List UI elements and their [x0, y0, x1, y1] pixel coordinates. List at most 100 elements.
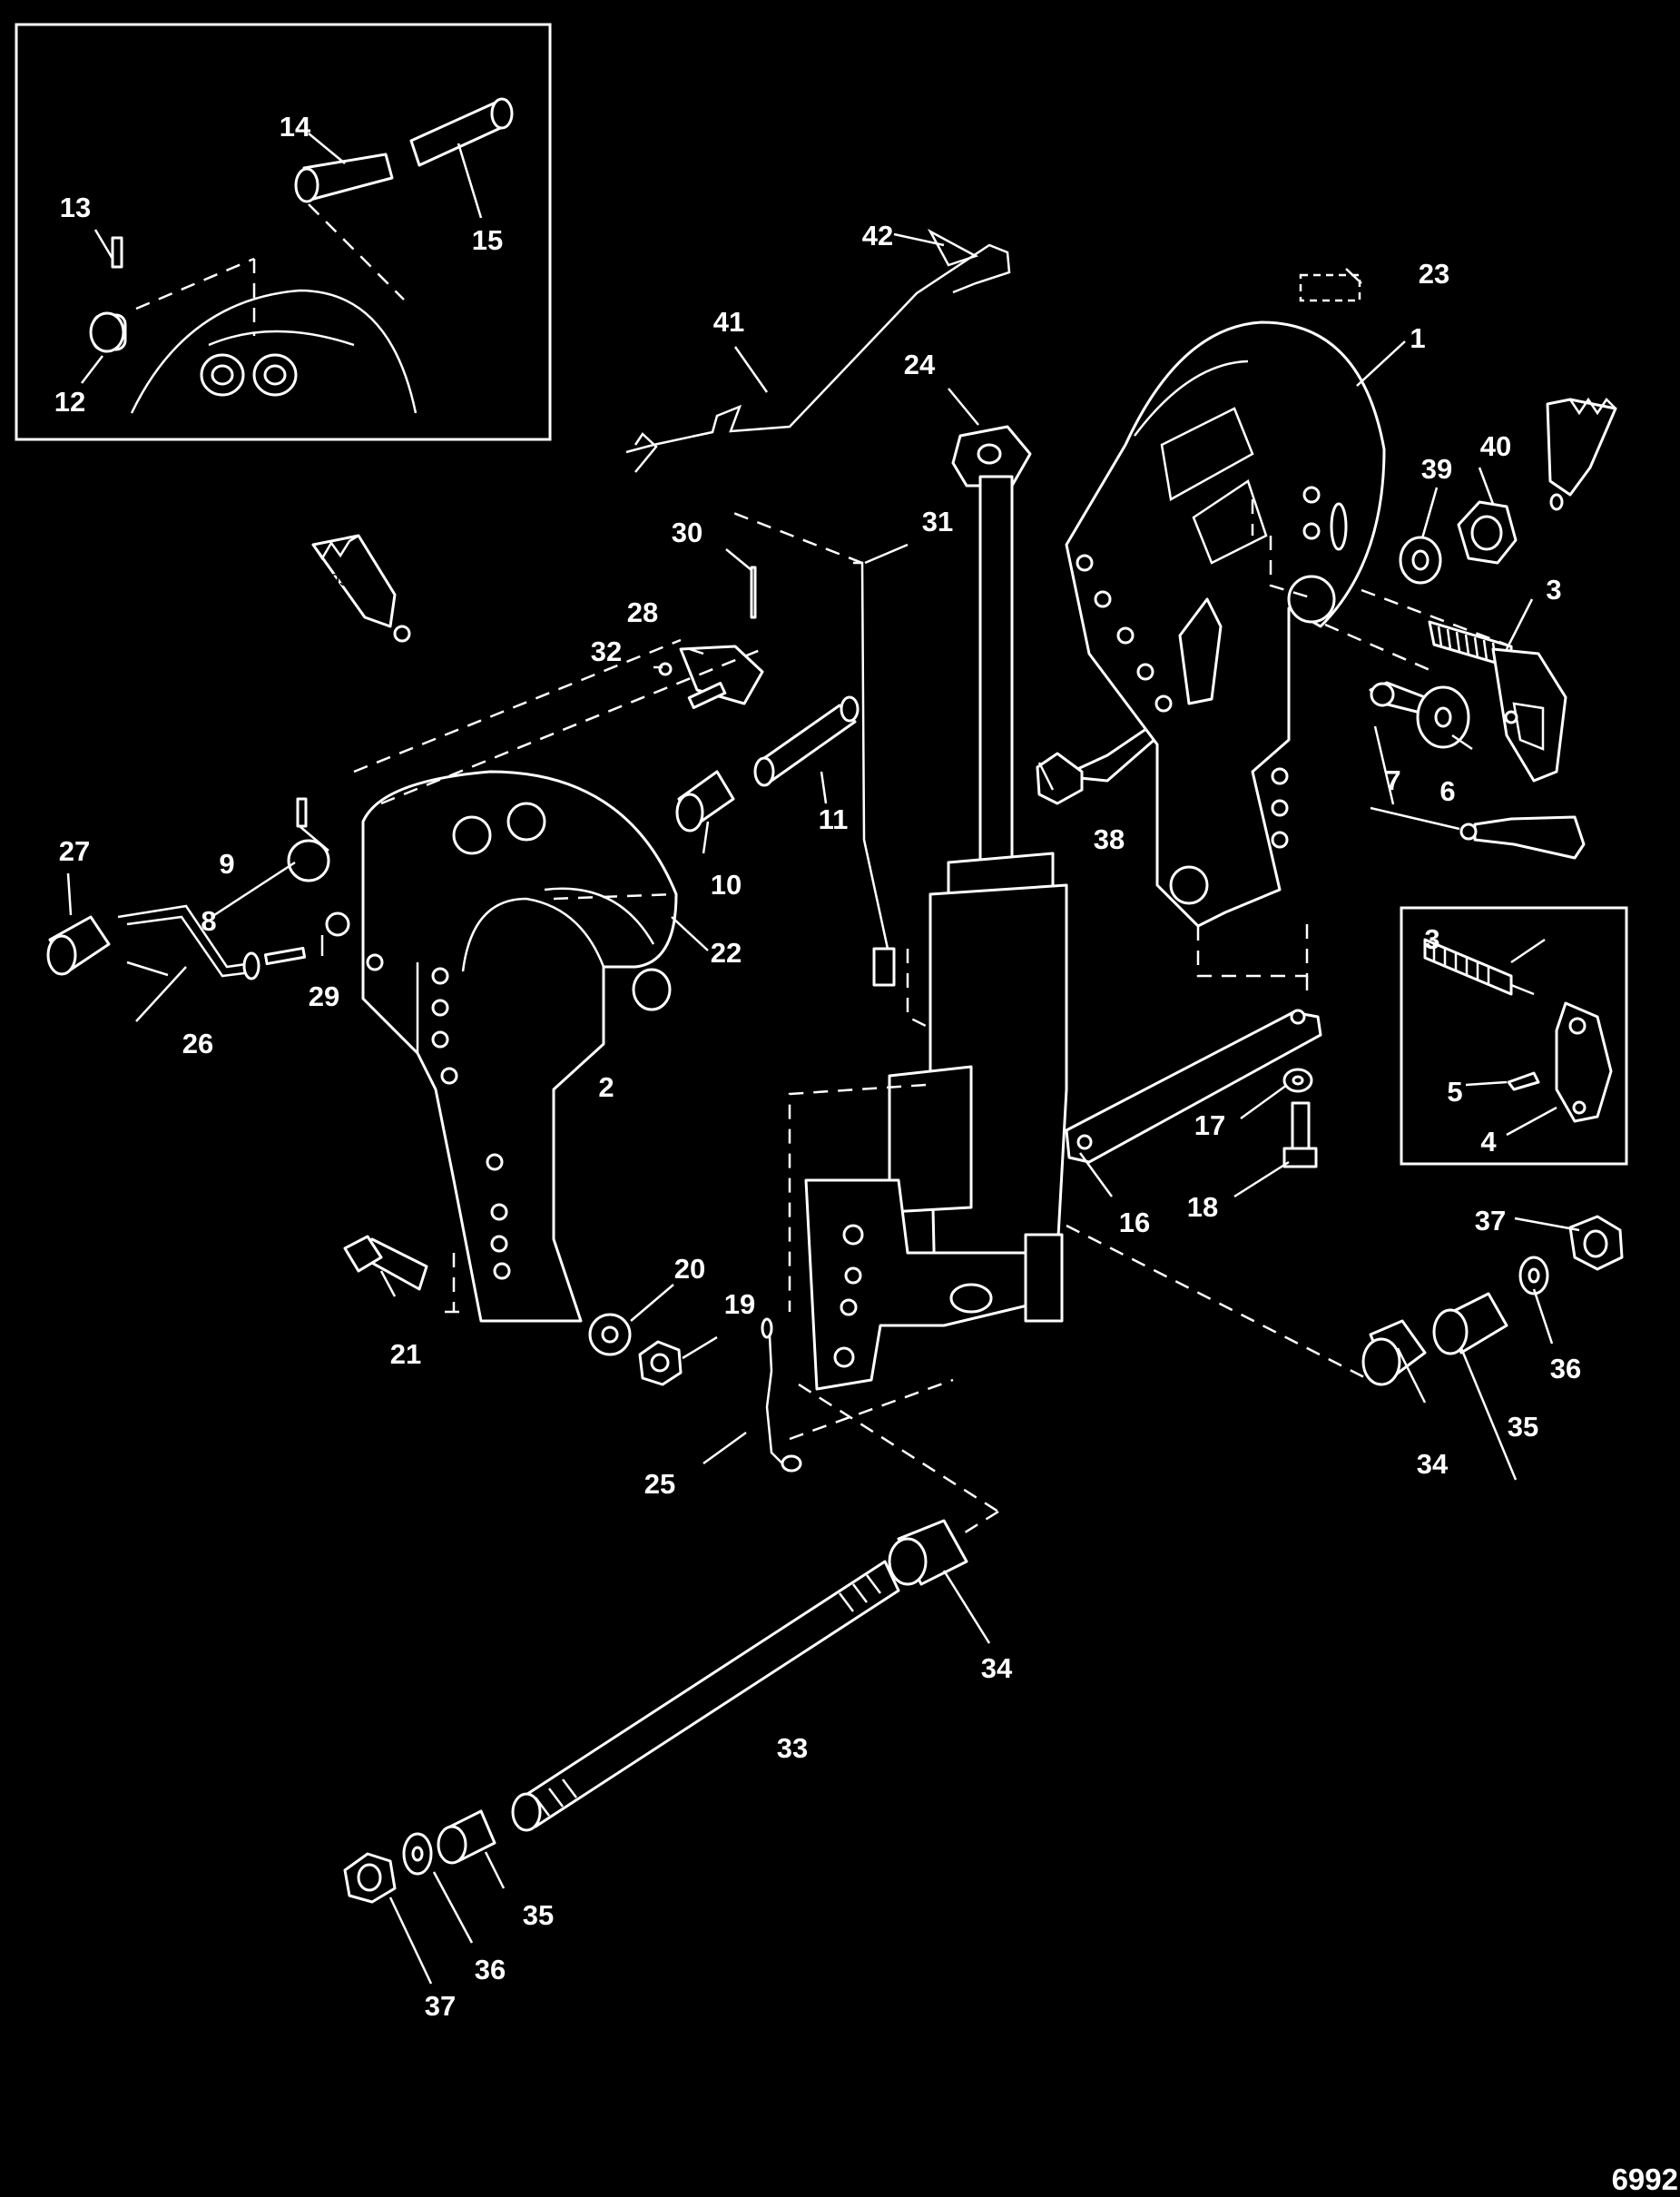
inset-right-frame [1400, 906, 1628, 1166]
rod-31-end [872, 947, 896, 987]
callout-21: 21 [390, 1338, 421, 1370]
washer-36-lower [402, 1832, 433, 1876]
inset-callout-3: 3 [1424, 923, 1439, 955]
callout-35-lower: 35 [523, 1899, 554, 1931]
callout-16: 16 [1119, 1207, 1150, 1238]
pin-29-shaft [263, 946, 307, 966]
callout-34-lower: 34 [981, 1652, 1013, 1684]
bolt-21 [343, 1235, 428, 1291]
callout-26: 26 [182, 1028, 213, 1059]
leader-lines [66, 232, 1580, 1985]
swivel-bracket-left-2 [361, 770, 678, 1323]
callout-41: 41 [713, 306, 744, 338]
callouts: 13 14 15 12 3 5 4 1 2 3 6 7 8 9 10 11 16… [54, 111, 1581, 2022]
nut-37-lower [343, 1852, 397, 1904]
lubricant-tube-95-right: 95 [1546, 397, 1617, 511]
pin-30 [750, 566, 757, 619]
callout-25: 25 [644, 1468, 675, 1500]
callout-34-right: 34 [1417, 1448, 1449, 1480]
callout-27: 27 [59, 835, 90, 867]
callout-29: 29 [309, 980, 339, 1012]
callout-9: 9 [219, 848, 234, 880]
bushing-34-right [1361, 1319, 1427, 1386]
bolt-7 [1369, 681, 1427, 714]
callout-35-right: 35 [1508, 1411, 1538, 1443]
bushing-35-right [1432, 1292, 1508, 1355]
lubricant-tube-95-left: 95 [311, 534, 411, 643]
inset-top-left [15, 23, 552, 441]
callout-32: 32 [591, 635, 622, 667]
callout-37-right: 37 [1475, 1205, 1506, 1236]
callout-42: 42 [862, 220, 893, 251]
tube-label-95-left: 95 [330, 571, 349, 589]
nut-40 [1457, 500, 1518, 565]
bracket-holes-right [1076, 486, 1321, 849]
callout-23: 23 [1419, 258, 1449, 290]
callout-31: 31 [922, 506, 953, 537]
pin-9 [296, 797, 308, 828]
callout-18: 18 [1187, 1191, 1218, 1223]
washer-17 [1282, 1068, 1313, 1093]
rod-41 [625, 243, 1011, 473]
bolt-18 [1282, 1101, 1318, 1168]
washer-20 [588, 1313, 632, 1356]
callout-1: 1 [1410, 322, 1425, 354]
callout-3: 3 [1546, 574, 1561, 606]
callout-13: 13 [60, 192, 91, 223]
callout-15: 15 [472, 224, 503, 256]
callout-36-right: 36 [1550, 1353, 1581, 1384]
bracket-holes-left [366, 953, 511, 1280]
callout-7: 7 [1385, 764, 1400, 796]
callout-2: 2 [598, 1071, 614, 1103]
washer-36-right [1518, 1256, 1549, 1296]
callout-22: 22 [711, 937, 742, 969]
callout-8: 8 [201, 905, 216, 937]
callout-12: 12 [54, 386, 85, 418]
washer-29 [325, 911, 350, 937]
inset-callout-4: 4 [1480, 1126, 1497, 1158]
callout-11: 11 [819, 803, 849, 835]
trim-cylinder [804, 425, 1068, 1391]
bolt-38 [1036, 715, 1165, 805]
tube-label-95-right: 95 [1578, 422, 1596, 440]
callout-10: 10 [711, 869, 742, 901]
callout-33: 33 [777, 1732, 808, 1764]
crank-knob-27 [46, 915, 111, 976]
wire-25 [765, 1335, 783, 1464]
bushing-10 [675, 770, 735, 832]
swivel-bracket-right-1 [1065, 320, 1386, 928]
nut-32 [658, 662, 673, 676]
inset-spring-3 [1423, 938, 1535, 996]
callout-20: 20 [674, 1253, 705, 1285]
callout-24: 24 [904, 349, 936, 380]
nut-37-right [1568, 1215, 1624, 1271]
inset-bushings [200, 353, 298, 397]
pin-13 [111, 236, 123, 269]
callout-28: 28 [627, 596, 658, 628]
assembly-lines [353, 499, 1508, 1536]
pin-11 [753, 695, 860, 787]
callout-19: 19 [724, 1288, 755, 1320]
callout-14: 14 [280, 111, 311, 143]
tilt-tube-33 [511, 1560, 900, 1832]
inset-lever-4 [1555, 1001, 1613, 1123]
cap-8 [287, 839, 330, 882]
callout-37-lower: 37 [425, 1990, 456, 2022]
cap-12 [89, 311, 127, 353]
bushing-35-lower [437, 1809, 496, 1865]
pin-15 [409, 97, 514, 167]
callout-30: 30 [672, 517, 702, 548]
callout-39: 39 [1421, 453, 1452, 485]
tilt-lock-lever-4 [1491, 647, 1567, 783]
lubricant-tube-7: 7 [1459, 815, 1586, 860]
inset-screw-5 [1507, 1071, 1540, 1091]
figure-number: 6992 [1612, 2163, 1678, 2196]
washer-39 [1399, 536, 1442, 585]
knob-6 [1416, 685, 1470, 749]
part-23 [1299, 273, 1361, 302]
inset-bracket-outline [130, 289, 418, 414]
tube-label-7: 7 [1541, 830, 1550, 848]
bushing-34-lower [888, 1519, 968, 1586]
inset-callout-5: 5 [1447, 1076, 1462, 1108]
